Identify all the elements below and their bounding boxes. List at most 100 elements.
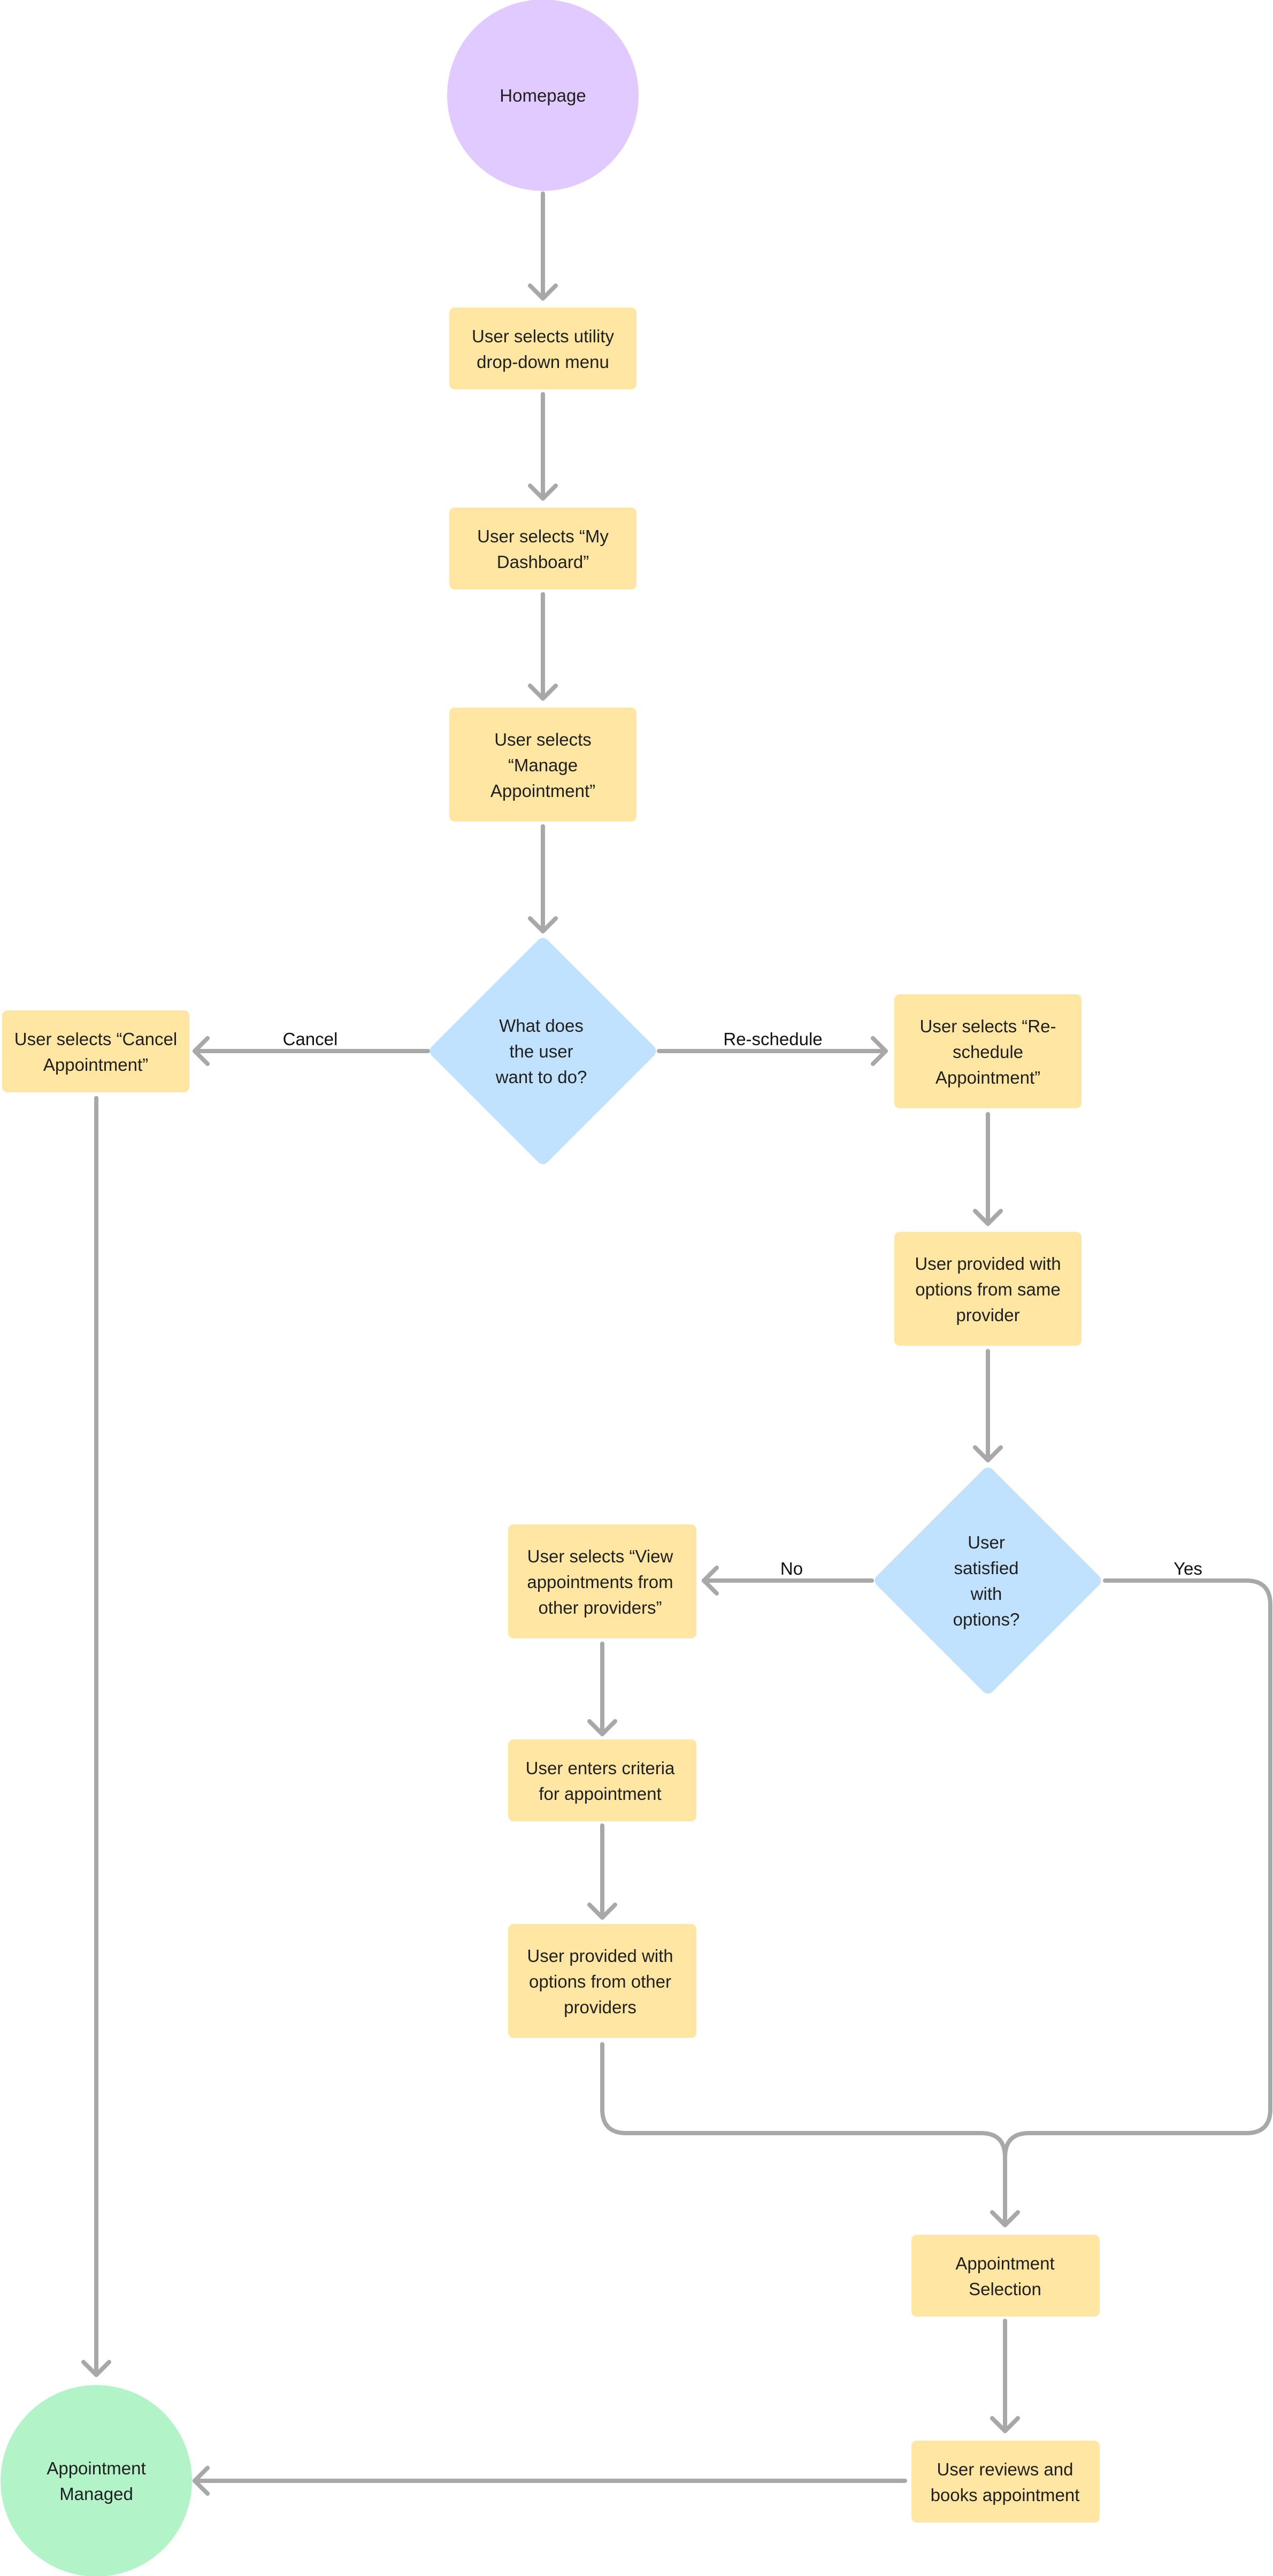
connector-other-options-to-selection xyxy=(600,2042,1007,2227)
node-label-line: drop-down menu xyxy=(477,352,609,372)
arrowhead-decision xyxy=(528,916,558,933)
node-label-line: appointments from xyxy=(527,1572,673,1592)
node-label-line: other providers” xyxy=(538,1598,662,1617)
arrowhead-managed-from-review xyxy=(193,2466,210,2496)
node-label-line: What does xyxy=(499,1016,584,1036)
arrowhead-other-options xyxy=(587,1903,617,1920)
node-label-line: options from other xyxy=(529,1972,671,1991)
process-node-enter-criteria: User enters criteria for appointment xyxy=(508,1739,696,1821)
node-label-line: User selects utility xyxy=(472,326,614,346)
process-node-review-and-book: User reviews and books appointment xyxy=(911,2441,1100,2523)
node-label: User selects “View appointments from other… xyxy=(527,1546,673,1617)
node-label-line: User selects xyxy=(494,730,592,749)
arrowhead-reschedule xyxy=(871,1036,888,1066)
process-box xyxy=(449,308,636,389)
arrowhead-satisfied xyxy=(973,1445,1003,1462)
node-label-line: User enters criteria xyxy=(526,1758,675,1778)
arrowhead-view-other xyxy=(702,1566,719,1596)
node-label-line: the user xyxy=(509,1041,573,1061)
node-label-line: User selects “Re- xyxy=(920,1016,1056,1036)
arrowhead-utility-menu xyxy=(528,283,558,301)
process-node-utility-menu: User selects utility drop-down menu xyxy=(449,308,636,389)
node-label-line: with xyxy=(970,1584,1002,1604)
start-node-homepage: Homepage xyxy=(447,0,639,191)
node-label-line: Dashboard” xyxy=(497,552,589,572)
arrowhead-selection xyxy=(990,2210,1020,2227)
process-box xyxy=(449,708,636,822)
arrowhead-review xyxy=(990,2416,1020,2433)
node-label-line: provider xyxy=(956,1305,1019,1325)
end-circle xyxy=(1,2385,192,2576)
arrowhead-cancel xyxy=(193,1036,210,1066)
node-label-line: Appointment xyxy=(955,2253,1054,2273)
node-label-line: User selects “My xyxy=(477,526,609,546)
node-label-line: schedule xyxy=(953,1042,1023,1062)
node-label-line: Appointment xyxy=(47,2458,145,2478)
node-label-line: Appointment” xyxy=(490,781,595,801)
edge-label-cancel: Cancel xyxy=(283,1029,338,1049)
node-label-line: User reviews and xyxy=(937,2459,1073,2479)
process-node-view-other-providers: User selects “View appointments from other… xyxy=(508,1524,696,1638)
arrowheads xyxy=(81,283,1020,2496)
decision-diamond xyxy=(875,1467,1101,1694)
node-label-line: Managed xyxy=(59,2484,133,2504)
node-label-line: books appointment xyxy=(931,2485,1080,2505)
process-box xyxy=(911,2235,1100,2317)
process-box xyxy=(894,1232,1082,1346)
decision-node-what-to-do: What does the user want to do? xyxy=(430,938,656,1164)
process-node-same-provider-options: User provided with options from same provi… xyxy=(894,1232,1082,1346)
node-label: User selects utility drop-down menu xyxy=(472,326,614,372)
node-label-line: options? xyxy=(953,1609,1020,1629)
node-label: User reviews and books appointment xyxy=(931,2459,1080,2505)
edge-label-reschedule: Re-schedule xyxy=(723,1029,822,1049)
node-label-line: Selection xyxy=(969,2279,1041,2299)
node-label: Homepage xyxy=(500,86,586,105)
process-box xyxy=(894,994,1082,1108)
node-label-line: options from same xyxy=(915,1279,1060,1299)
start-circle xyxy=(447,0,639,191)
node-label-line: User provided with xyxy=(915,1254,1061,1274)
edge-label-yes: Yes xyxy=(1174,1559,1202,1578)
process-box xyxy=(508,1739,696,1821)
process-box xyxy=(911,2441,1100,2523)
arrowhead-criteria xyxy=(587,1719,617,1736)
node-label-line: for appointment xyxy=(539,1784,661,1804)
node-label: User provided with options from same provi… xyxy=(915,1254,1061,1325)
node-label: User enters criteria for appointment xyxy=(526,1758,675,1804)
node-label-line: Appointment” xyxy=(935,1068,1040,1087)
edge-label-no: No xyxy=(780,1559,803,1578)
connectors xyxy=(94,191,1272,2483)
node-label-line: Homepage xyxy=(500,86,586,105)
process-box xyxy=(449,508,636,589)
edge-labels: Cancel Re-schedule No Yes xyxy=(283,1029,1202,1578)
node-label-line: User xyxy=(968,1532,1005,1552)
node-label-line: User selects “View xyxy=(527,1546,673,1566)
process-box xyxy=(508,1924,696,2038)
arrowhead-dashboard xyxy=(528,484,558,501)
node-label-line: User selects “Cancel xyxy=(14,1029,177,1049)
connector-satisfied-yes xyxy=(1003,1578,1272,2159)
node-label-line: want to do? xyxy=(495,1067,587,1087)
node-label-line: providers xyxy=(564,1997,636,2017)
process-box xyxy=(2,1010,189,1092)
node-label-line: “Manage xyxy=(508,755,578,775)
node-label-line: Appointment” xyxy=(43,1055,148,1075)
arrowhead-manage xyxy=(528,684,558,701)
arrowhead-same-provider xyxy=(973,1209,1003,1226)
